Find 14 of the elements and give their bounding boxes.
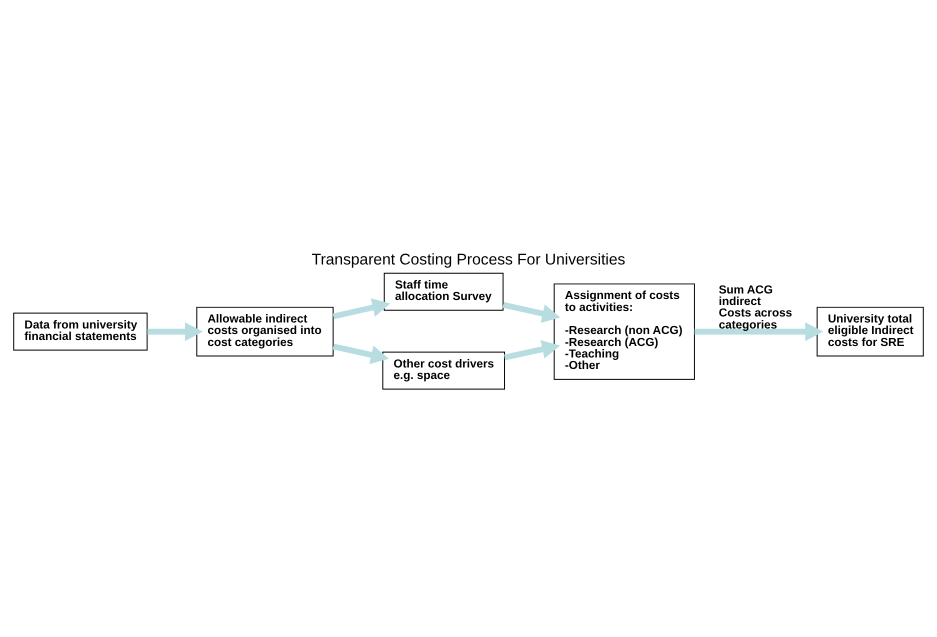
arrow	[147, 322, 203, 342]
node-box: University total eligible Indirect costs for SRE	[816, 306, 924, 356]
edge-label: Sum ACG indirect Costs across categories	[718, 283, 792, 332]
arrow	[504, 340, 560, 360]
node-box: Other cost drivers e.g. space	[382, 352, 506, 390]
node-box: Allowable indirect costs organised into cost categories	[196, 306, 334, 356]
arrow	[332, 298, 390, 320]
node-box: Staff time allocation Survey	[384, 272, 504, 311]
arrow	[694, 322, 824, 342]
node-box: Data from university financial statements	[13, 312, 148, 351]
arrow	[502, 302, 560, 323]
arrow	[332, 344, 389, 364]
node-box: Assignment of costs to activities: -Research (non ACG) -Research (ACG) -Teaching -Other	[554, 283, 695, 380]
diagram-title: Transparent Costing Process For Universities	[312, 251, 626, 268]
